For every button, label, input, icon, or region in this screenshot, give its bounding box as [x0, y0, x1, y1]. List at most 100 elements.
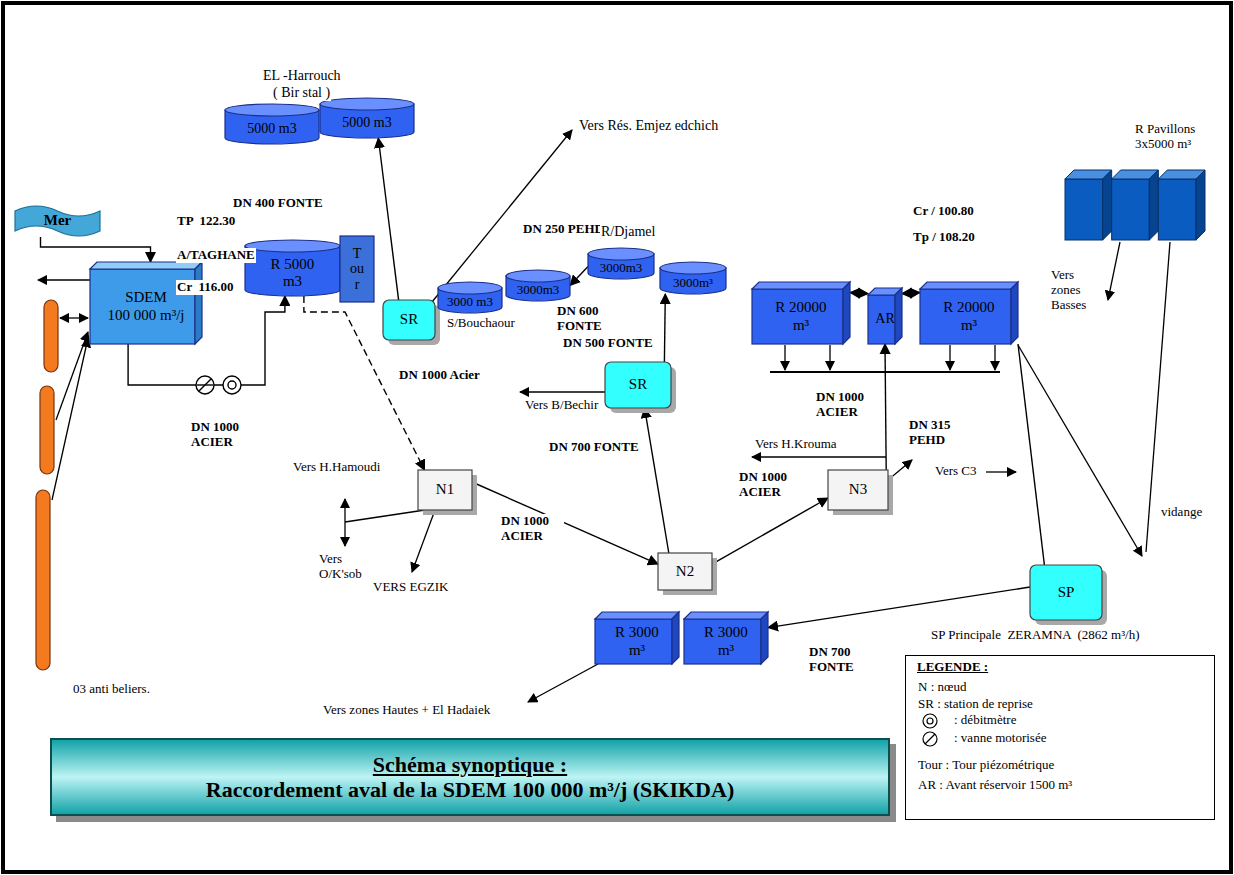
box-side — [843, 282, 850, 344]
text-area: N1 — [418, 470, 472, 510]
grp3-outline — [1065, 170, 1205, 240]
station-box: SP — [1030, 565, 1102, 620]
node-text: 3000m³ — [673, 276, 713, 291]
cube-front — [1065, 179, 1103, 240]
reservoir-shape: Tour — [340, 236, 374, 302]
reservoir-shape: 5000 m3 — [225, 104, 319, 144]
node-text: R 3000 m³ — [611, 624, 663, 659]
title-box: Schéma synoptique :Raccordement aval de … — [50, 738, 890, 816]
pipe-connector — [902, 293, 920, 294]
symbol-circle — [923, 714, 937, 728]
station-box: SR — [605, 362, 671, 408]
pipe-label: DN 700 FONTE — [808, 645, 872, 675]
reservoir-shape: R 20000 m³ — [752, 282, 850, 344]
pipe-arrow — [412, 510, 435, 572]
pipe-label: Vers H.Hamoudi — [292, 460, 381, 475]
legend-entry: N : nœud — [918, 680, 966, 695]
text-area: SP — [1030, 565, 1102, 620]
station-box — [605, 362, 671, 408]
node-text: R 20000 m³ — [771, 299, 831, 334]
pipe-arrow — [949, 345, 950, 370]
box-front — [920, 289, 1011, 344]
tank-top — [438, 282, 502, 294]
node-text: SDEM — [125, 289, 167, 306]
pipe-label: A/TAGHANE — [176, 248, 256, 263]
legend-text: SR : station de reprise — [918, 696, 1033, 711]
legend-text: : vanne motorisée — [954, 730, 1046, 745]
text-area: R 5000 m3 — [245, 240, 340, 296]
legend-entry: : vanne motorisée — [918, 731, 1046, 747]
pipe-arrow — [752, 456, 886, 457]
text-area: R 20000 m³ — [752, 282, 850, 344]
pipe-connector — [378, 138, 398, 300]
cube-front — [1158, 179, 1196, 240]
pipe-connector — [1018, 344, 1044, 565]
symbol-slash — [925, 734, 935, 744]
node-text: N2 — [676, 563, 694, 580]
node-text: SR — [400, 311, 418, 328]
junction-box: N2 — [658, 553, 712, 590]
flowmeter-symbol — [228, 381, 236, 389]
anti-belier — [36, 490, 50, 670]
box-side — [1011, 282, 1018, 344]
text-area — [1065, 170, 1205, 240]
pipe-label: Vers zones Hautes + El Hadaiek — [322, 703, 491, 718]
junction-box: N1 — [418, 470, 472, 510]
symbol-circle — [923, 732, 937, 746]
box-side — [895, 288, 902, 344]
pipe-label: DN 700 FONTE — [548, 440, 640, 455]
pipe-connector — [645, 408, 669, 553]
cube-front — [1112, 179, 1150, 240]
text-area: SDEM100 000 m³/j — [90, 262, 202, 344]
legend-text: Tour : Tour piézométrique — [918, 757, 1054, 772]
pipe-arrow — [56, 332, 88, 420]
reservoir-shape: R 5000 m3 — [245, 240, 340, 296]
pipe-label: DN 1000 ACIER — [815, 390, 879, 420]
pipe-label: Vers Rés. Emjez edchich — [578, 118, 719, 134]
pipe-arrow — [344, 499, 345, 546]
box-top — [920, 282, 1018, 289]
text-area: SR — [605, 362, 671, 408]
pipe-label: vidange — [1160, 505, 1203, 520]
reservoir-shape: SDEM100 000 m³/j — [90, 262, 202, 344]
cube-side — [1149, 170, 1158, 240]
pipe-label: Cr / 100.80 — [912, 204, 975, 219]
node-text: 3000m3 — [600, 261, 643, 276]
pipe-arrow — [829, 345, 830, 370]
pipe-label: R/Djamel — [600, 224, 656, 240]
pipe-label: Tp / 108.20 — [912, 230, 976, 245]
text-area: Mer — [15, 205, 100, 237]
pipe-connector — [304, 296, 425, 470]
pipe-label: Cr 116.00 — [176, 280, 234, 295]
pipe-label: Vers O/K'sob — [318, 552, 380, 582]
pipe-label: VERS EGZIK — [372, 580, 449, 595]
box-side — [761, 612, 768, 664]
symbol-circle — [927, 718, 933, 724]
text-area: 5000 m3 — [320, 98, 414, 138]
pipe-arrow — [1018, 345, 1142, 556]
reservoir-shape: 3000m3 — [588, 248, 654, 279]
reservoir-shape: 3000 m3 — [438, 282, 502, 313]
text-area: 3000m3 — [588, 248, 654, 279]
tower-box — [340, 236, 374, 302]
node-text: 5000 m3 — [342, 115, 391, 131]
pipe-arrow — [986, 471, 1016, 472]
outflow-arrow — [38, 279, 90, 280]
flowmeter-symbol — [223, 376, 241, 394]
reservoir-shape: 3000m3 — [506, 270, 570, 301]
diagram-caption: Raccordement aval de la SDEM 100 000 m³/… — [206, 777, 734, 802]
reservoir-shape: Mer — [15, 205, 100, 237]
text-area: Tour — [340, 236, 374, 302]
pipe-label: ( Bir stal ) — [272, 85, 331, 101]
text-area: R 20000 m³ — [920, 282, 1018, 344]
reservoir-shape: R Pavillons 3x5000 m³ — [1065, 170, 1205, 240]
pipe-label: Vers H.Krouma — [754, 437, 838, 452]
text-area: 5000 m3 — [225, 104, 319, 144]
box-front — [752, 289, 843, 344]
junction-box: N3 — [828, 470, 888, 510]
pipe-arrow — [528, 664, 598, 702]
node-text: R 3000 m³ — [700, 624, 752, 659]
pipe-connector — [472, 482, 658, 564]
pipe-label: 03 anti beliers. — [72, 682, 151, 697]
